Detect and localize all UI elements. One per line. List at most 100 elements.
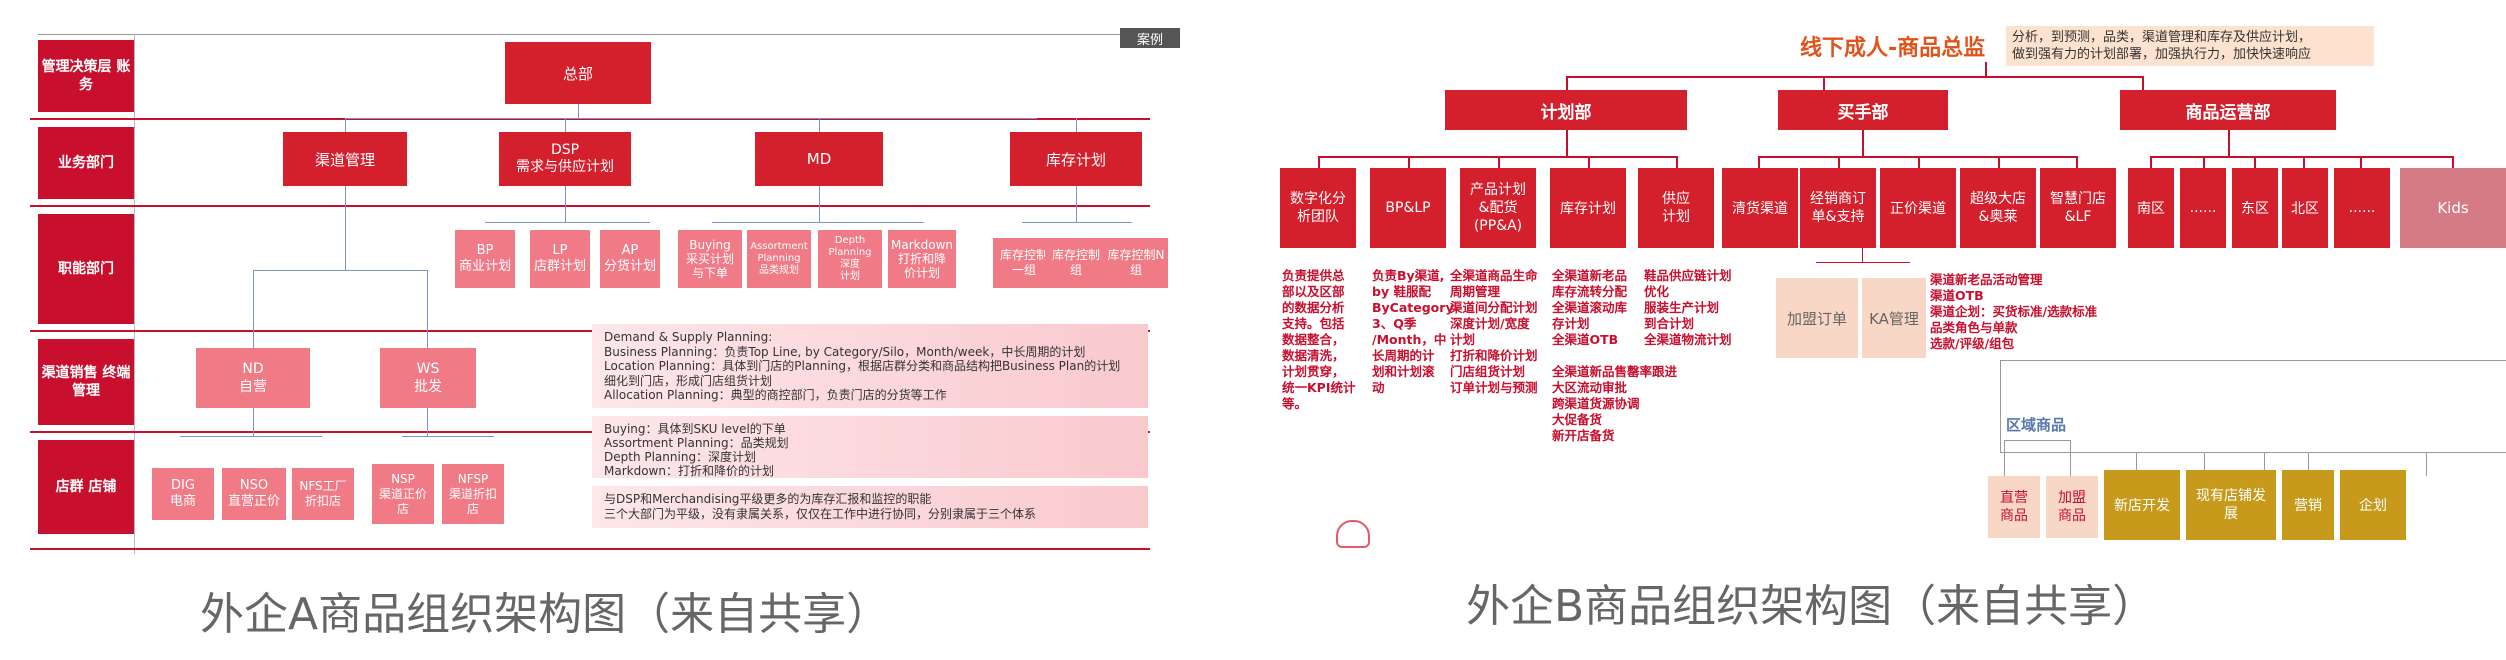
plan-bp-lp: BP&LP (1370, 168, 1446, 248)
dept-ops: 商品运营部 (2120, 90, 2336, 130)
func-bp: BP 商业计划 (455, 230, 515, 288)
row-label-business: 业务部门 (38, 127, 134, 199)
connector (1862, 130, 1864, 156)
gold-planning: 企划 (2340, 470, 2406, 540)
func-depth: Depth Planning 深度 计划 (818, 230, 882, 288)
func-assortment: Assortment Planning 品类规划 (747, 230, 811, 288)
desc-digital-analytics: 负责提供总 部以及区部 的数据分析 支持。包括 数据整合， 数据清洗， 计划贯穿… (1282, 268, 1356, 411)
watermark-logo-icon (1336, 520, 1370, 548)
case-tag: 案例 (1120, 28, 1180, 48)
connector (427, 270, 428, 348)
connector (485, 222, 650, 223)
panel-inventory-notes: 与DSP和Merchandising平级更多的为库存汇报和监控的职能 三个大部门… (592, 486, 1148, 528)
desc-buyer: 渠道新老品活动管理 渠道OTB 渠道企划：买货标准/选款标准 品类角色与单款 选… (1930, 272, 2098, 351)
connector (1498, 156, 1500, 168)
separator (30, 330, 1150, 332)
dept-buyer: 买手部 (1778, 90, 1948, 130)
panel-dsp-notes: Demand & Supply Planning: Business Plann… (592, 324, 1148, 408)
func-inv-group: 库存控制 组 (1045, 238, 1107, 288)
connector (578, 104, 579, 118)
desc-bp-lp: 负责By渠道, by 鞋服配 ByCategory 3、Q季 /Month，中 … (1372, 268, 1454, 395)
buyer-dealer-orders: 经销商订 单&支持 (1800, 168, 1876, 248)
separator (30, 548, 1150, 550)
connector (253, 408, 254, 436)
connector (2452, 156, 2454, 168)
connector (1076, 186, 1077, 222)
right-title: 线下成人-商品总监 (1800, 36, 1986, 61)
ops-east: 东区 (2232, 168, 2278, 248)
connector (1076, 118, 1077, 132)
connector (2254, 156, 2256, 168)
buyer-full-price: 正价渠道 (1880, 168, 1956, 248)
connector (1676, 156, 1678, 168)
connector (2076, 156, 2078, 168)
connector (253, 270, 427, 271)
region-rule (2264, 452, 2265, 476)
plan-ppa: 产品计划 &配货 (PP&A) (1460, 168, 1536, 248)
right-caption: 外企B商品组织架构图（来自共享） (1466, 581, 2157, 632)
connector (1318, 156, 1320, 168)
row-label-channel: 渠道销售 终端管理 (38, 339, 134, 425)
connector (2150, 156, 2152, 168)
buyer-franchise-orders: 加盟订单 (1776, 278, 1858, 358)
gold-new-store: 新店开发 (2104, 470, 2180, 540)
region-direct: 直营 商品 (1988, 476, 2040, 538)
plan-inventory: 库存计划 (1550, 168, 1626, 248)
biz-md: MD (755, 132, 883, 186)
connector (345, 186, 346, 270)
hq-box: 总部 (505, 42, 651, 104)
connector (1758, 156, 1760, 168)
separator (30, 118, 1150, 120)
region-rule (2426, 452, 2427, 476)
func-ap: AP 分货计划 (600, 230, 660, 288)
connector (1862, 248, 1863, 262)
connector (1823, 76, 1825, 90)
func-inv-group-1: 库存控制 一组 (993, 238, 1055, 288)
region-rule (2004, 440, 2070, 441)
left-caption: 外企A商品组织架构图（来自共享） (200, 589, 891, 640)
biz-channel-management: 渠道管理 (283, 132, 407, 186)
region-rule (2136, 452, 2137, 476)
store-dig: DIG 电商 (152, 468, 214, 520)
connector (1918, 156, 1920, 168)
connector (1022, 222, 1132, 223)
top-rule (38, 34, 1168, 35)
region-rule (2000, 360, 2001, 452)
connector (819, 186, 820, 222)
separator (30, 431, 1150, 433)
row-label-management: 管理决策层 账务 (38, 40, 134, 112)
connector (2150, 156, 2454, 158)
buyer-ka-management: KA管理 (1862, 278, 1926, 358)
row-label-stores: 店群 店铺 (38, 440, 134, 534)
connector (1408, 156, 1410, 168)
store-nfsp: NFSP 渠道折扣 店 (442, 464, 504, 524)
region-rule (2000, 360, 2506, 361)
dept-planning: 计划部 (1445, 90, 1687, 130)
connector (1566, 130, 1568, 156)
ops-ellipsis-2: ...... (2334, 168, 2390, 248)
func-inv-group-n: 库存控制N 组 (1104, 238, 1168, 288)
gold-marketing: 营销 (2282, 470, 2334, 540)
connector (819, 118, 820, 132)
region-franchise: 加盟 商品 (2046, 476, 2098, 538)
ops-ellipsis-1: ...... (2180, 168, 2226, 248)
row-label-functional: 职能部门 (38, 214, 134, 324)
func-markdown: Markdown 打折和降 价计划 (888, 230, 956, 288)
right-title-note: 分析，到预测，品类，渠道管理和库存及供应计划， 做到强有力的计划部署，加强执行力… (2006, 26, 2374, 66)
panel-md-notes: Buying：具体到SKU level的下单 Assortment Planni… (592, 416, 1148, 478)
plan-digital-analytics: 数字化分 析团队 (1280, 168, 1356, 248)
label-column-divider (134, 34, 135, 554)
buyer-smart-store: 智慧门店 &LF (2040, 168, 2116, 248)
connector (565, 186, 566, 222)
connector (345, 118, 346, 132)
ops-south: 南区 (2128, 168, 2174, 248)
connector (1566, 76, 2142, 78)
buyer-clearance: 清货渠道 (1722, 168, 1798, 248)
connector (180, 436, 322, 437)
separator (30, 205, 1150, 207)
ops-north: 北区 (2282, 168, 2328, 248)
connector (2360, 156, 2362, 168)
region-rule (2070, 440, 2071, 476)
connector (1998, 156, 2000, 168)
connector (712, 222, 924, 223)
